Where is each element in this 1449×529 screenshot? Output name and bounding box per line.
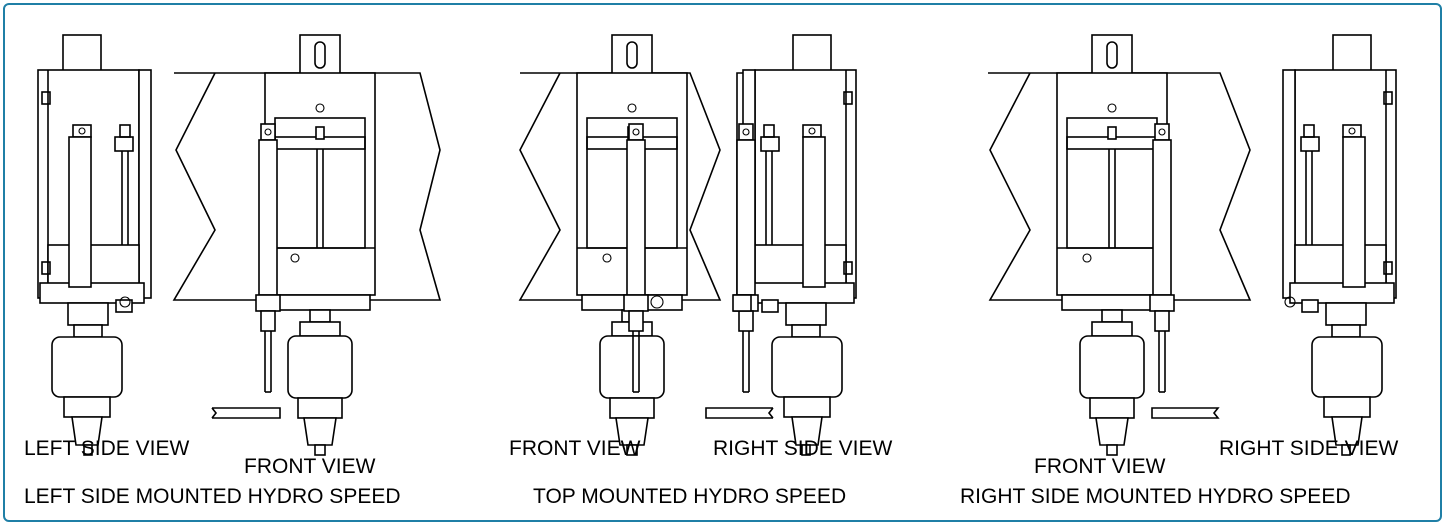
caption-top-mounted: TOP MOUNTED HYDRO SPEED [533, 485, 847, 508]
caption-left-side-mounted: LEFT SIDE MOUNTED HYDRO SPEED [24, 485, 401, 508]
front-view-drawing-2 [518, 34, 722, 456]
label-right-side-view-3: RIGHT SIDE VIEW [1219, 437, 1399, 460]
label-front-view-2: FRONT VIEW [509, 437, 641, 460]
label-front-view-3: FRONT VIEW [1034, 455, 1166, 478]
right-side-view-drawing-3 [1282, 34, 1397, 456]
front-view-drawing-1 [172, 34, 442, 456]
label-front-view-1: FRONT VIEW [244, 455, 376, 478]
label-left-side-view: LEFT SIDE VIEW [24, 437, 190, 460]
front-view-drawing-3 [988, 34, 1252, 456]
label-right-side-view-2: RIGHT SIDE VIEW [713, 437, 893, 460]
caption-right-side-mounted: RIGHT SIDE MOUNTED HYDRO SPEED [960, 485, 1351, 508]
right-side-view-drawing-2 [705, 34, 857, 456]
left-side-view-drawing [37, 34, 152, 456]
